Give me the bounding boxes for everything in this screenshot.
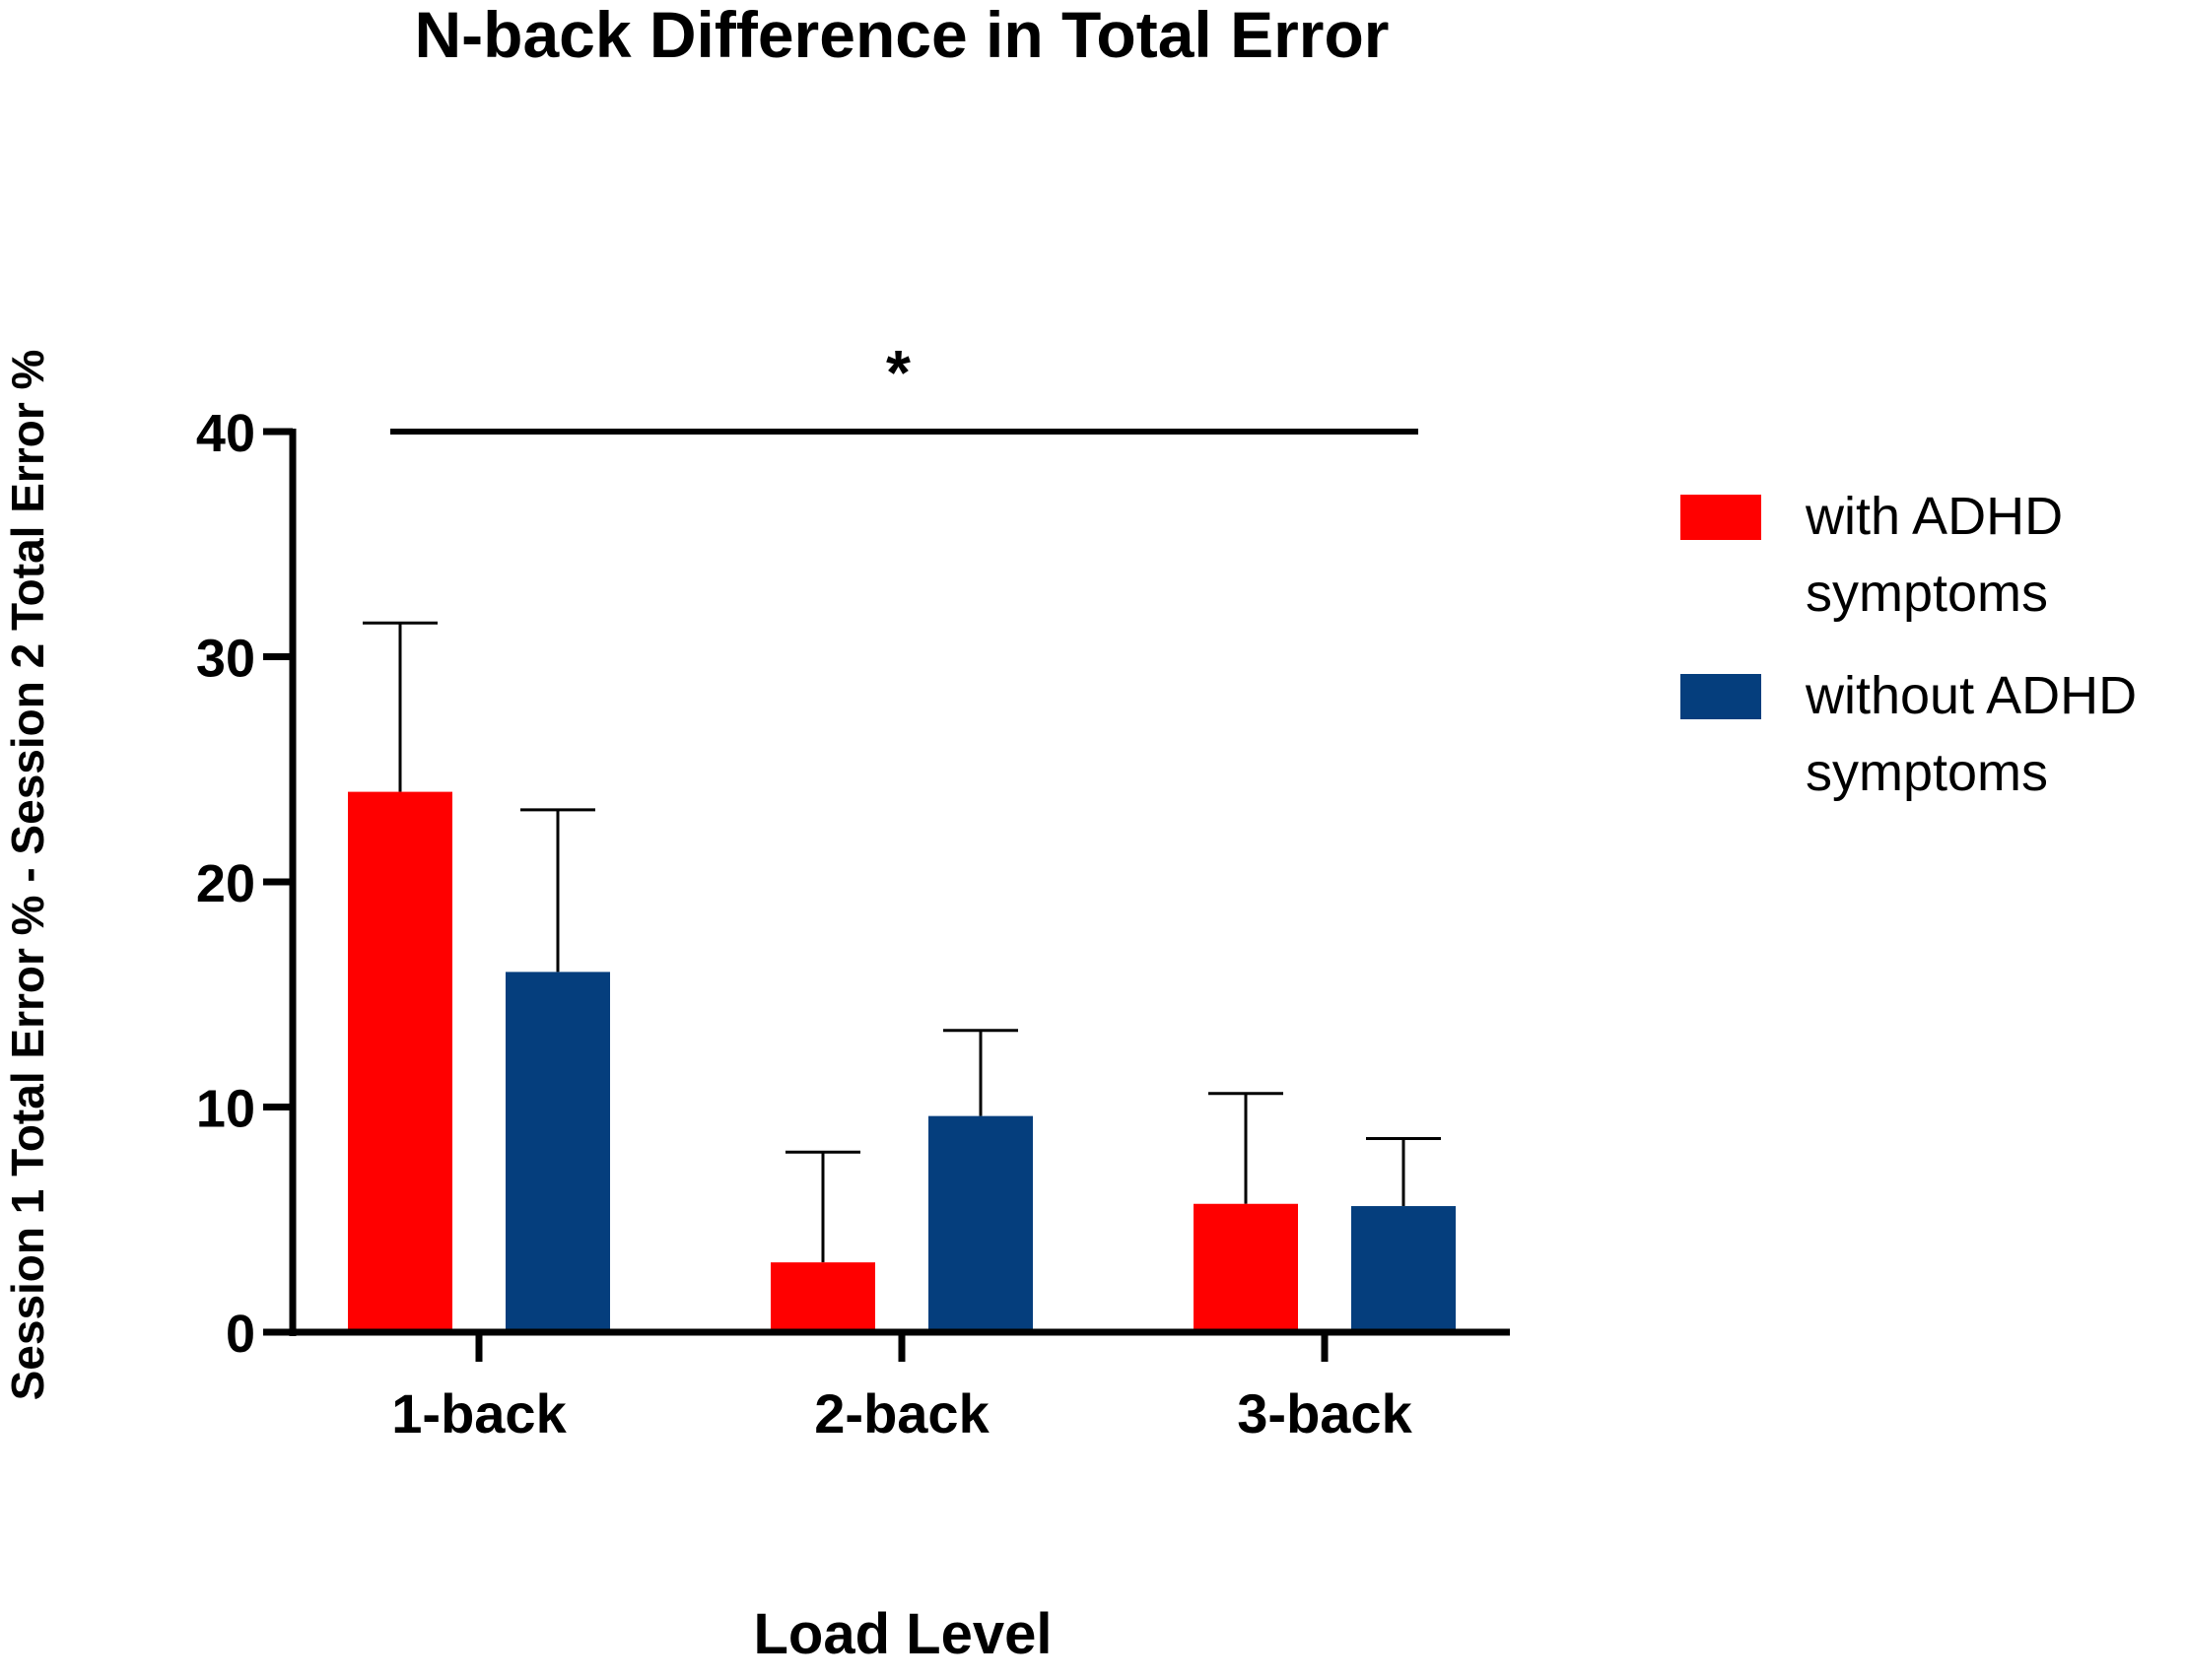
x-tick-label: 2-back	[814, 1382, 990, 1445]
y-tick-label: 20	[196, 854, 255, 913]
legend-label: symptoms	[1806, 564, 2048, 623]
bar	[771, 1262, 875, 1332]
legend-label: with ADHD	[1805, 487, 2063, 546]
y-tick-label: 40	[196, 404, 255, 463]
y-tick-label: 0	[226, 1305, 255, 1364]
x-tick-label: 1-back	[391, 1382, 567, 1445]
legend-label: symptoms	[1806, 743, 2048, 802]
plot-area: 0 10 20 30 40 1-back 2-back 3-back *	[196, 337, 1510, 1445]
x-tick-label: 3-back	[1237, 1382, 1412, 1445]
legend-label: without ADHD	[1805, 666, 2137, 725]
bar	[506, 972, 610, 1332]
chart-title: N-back Difference in Total Error	[414, 0, 1389, 71]
legend-swatch	[1680, 495, 1761, 540]
significance-marker: *	[886, 337, 911, 408]
x-axis-label: Load Level	[754, 1602, 1053, 1666]
bar	[928, 1115, 1033, 1332]
bar	[1351, 1206, 1456, 1332]
legend: with ADHD symptoms without ADHD symptoms	[1680, 487, 2137, 802]
y-tick-label: 10	[196, 1080, 255, 1139]
bar	[348, 791, 452, 1332]
legend-swatch	[1680, 674, 1761, 719]
y-tick-label: 30	[196, 630, 255, 689]
y-axis-label: Session 1 Total Error % - Session 2 Tota…	[2, 350, 53, 1401]
bar	[1194, 1203, 1298, 1332]
